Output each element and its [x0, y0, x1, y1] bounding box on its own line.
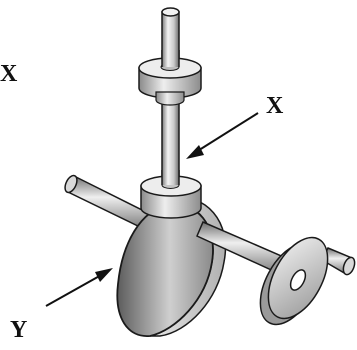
- label-x-right: X: [266, 93, 284, 119]
- shaft-right: [196, 221, 356, 276]
- arrow-x-right: [186, 112, 259, 159]
- label-x-left: X: [0, 61, 18, 87]
- pulley-wheel: [259, 236, 329, 326]
- shaft-left: [64, 174, 151, 231]
- follower-base-collar: [140, 170, 202, 219]
- arrow-y: [45, 268, 113, 307]
- label-y: Y: [10, 317, 28, 343]
- upper-guide-collar: [138, 50, 202, 106]
- follower-rod: [161, 7, 180, 187]
